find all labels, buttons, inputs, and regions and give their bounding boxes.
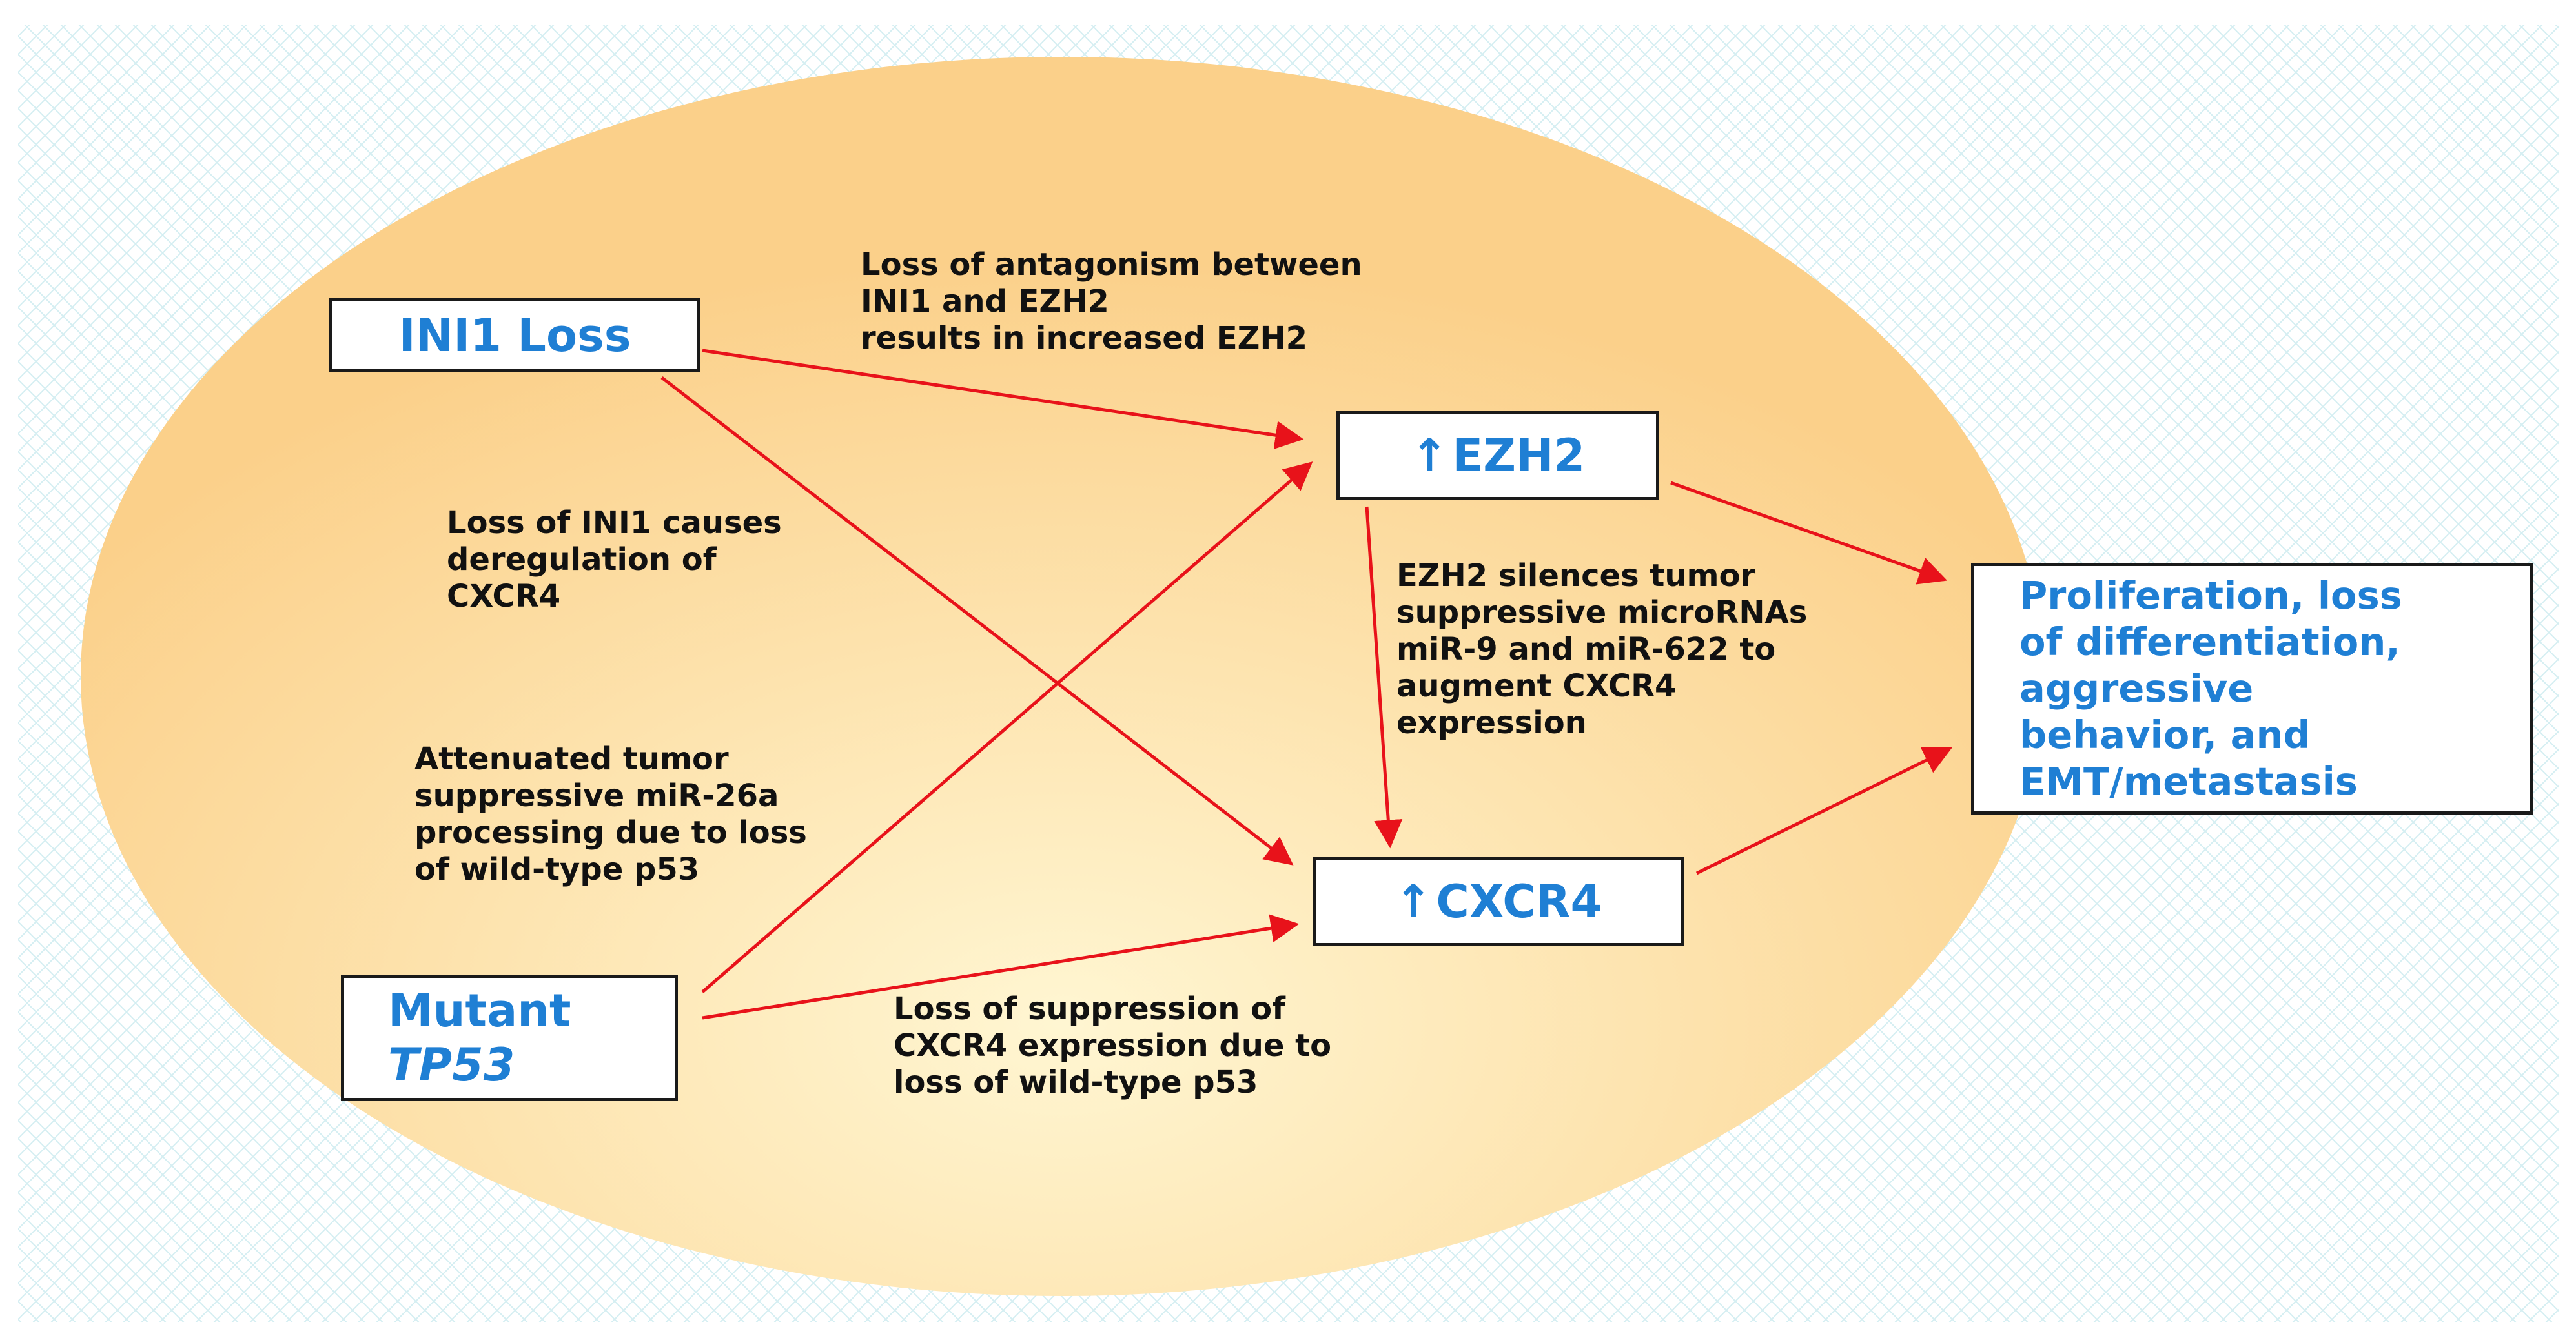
label-line: loss of wild-type p53 xyxy=(894,1064,1258,1100)
node-ezh2-label: EZH2 xyxy=(1452,429,1586,482)
node-ezh2: ↑ EZH2 xyxy=(1336,411,1659,500)
label-cxcr4-suppression: Loss of suppression of CXCR4 expression … xyxy=(894,991,1331,1101)
arrow-ini1-to-cxcr4 xyxy=(660,376,1294,866)
node-ini1-loss-label: INI1 Loss xyxy=(398,309,631,362)
label-line: augment CXCR4 xyxy=(1396,668,1677,704)
up-arrow-icon: ↑ xyxy=(1410,429,1449,482)
label-line: EZH2 silences tumor xyxy=(1396,558,1756,594)
label-line: Loss of suppression of xyxy=(894,991,1285,1027)
label-line: Attenuated tumor xyxy=(414,741,729,777)
arrow-tp53-to-cxcr4 xyxy=(702,914,1300,1020)
up-arrow-icon: ↑ xyxy=(1394,875,1433,928)
node-mutant-tp53: Mutant TP53 xyxy=(341,975,678,1101)
label-line: CXCR4 expression due to xyxy=(894,1028,1332,1064)
outcome-line: aggressive xyxy=(2019,666,2254,711)
arrow-ini1-to-ezh2 xyxy=(702,349,1304,449)
label-ini1-cxcr4: Loss of INI1 causes deregulation of CXCR… xyxy=(447,505,782,615)
label-line: suppressive miR-26a xyxy=(414,778,779,814)
label-line: Loss of antagonism between xyxy=(861,247,1362,283)
node-outcome: Proliferation, loss of differentiation, … xyxy=(1971,563,2533,815)
label-line: expression xyxy=(1396,705,1587,741)
node-tp53-line2: TP53 xyxy=(388,1039,515,1091)
label-line: CXCR4 xyxy=(447,578,561,614)
label-line: processing due to loss xyxy=(414,815,807,851)
arrow-ezh2-to-cxcr4 xyxy=(1365,506,1403,849)
arrow-tp53-to-ezh2 xyxy=(701,461,1313,993)
label-mir26a: Attenuated tumor suppressive miR-26a pro… xyxy=(414,741,807,888)
label-line: INI1 and EZH2 xyxy=(861,283,1109,319)
arrow-ezh2-to-outcome xyxy=(1670,481,1948,585)
label-line: Loss of INI1 causes xyxy=(447,505,782,541)
node-cxcr4: ↑ CXCR4 xyxy=(1313,857,1684,946)
outcome-line: behavior, and xyxy=(2019,713,2311,757)
label-line: miR-9 and miR-622 to xyxy=(1396,631,1776,667)
arrow-cxcr4-to-outcome xyxy=(1695,747,1952,875)
outcome-line: Proliferation, loss xyxy=(2019,573,2402,618)
label-antagonism: Loss of antagonism between INI1 and EZH2… xyxy=(861,247,1362,357)
label-line: of wild-type p53 xyxy=(414,851,700,887)
outcome-line: EMT/metastasis xyxy=(2019,759,2358,804)
label-line: suppressive microRNAs xyxy=(1396,594,1808,631)
label-line: deregulation of xyxy=(447,542,717,578)
outcome-line: of differentiation, xyxy=(2019,620,2400,664)
label-ezh2-silences: EZH2 silences tumor suppressive microRNA… xyxy=(1396,558,1807,742)
node-tp53-line1: Mutant xyxy=(388,984,571,1037)
node-cxcr4-label: CXCR4 xyxy=(1436,875,1602,928)
label-line: results in increased EZH2 xyxy=(861,320,1308,356)
node-ini1-loss: INI1 Loss xyxy=(329,298,700,372)
